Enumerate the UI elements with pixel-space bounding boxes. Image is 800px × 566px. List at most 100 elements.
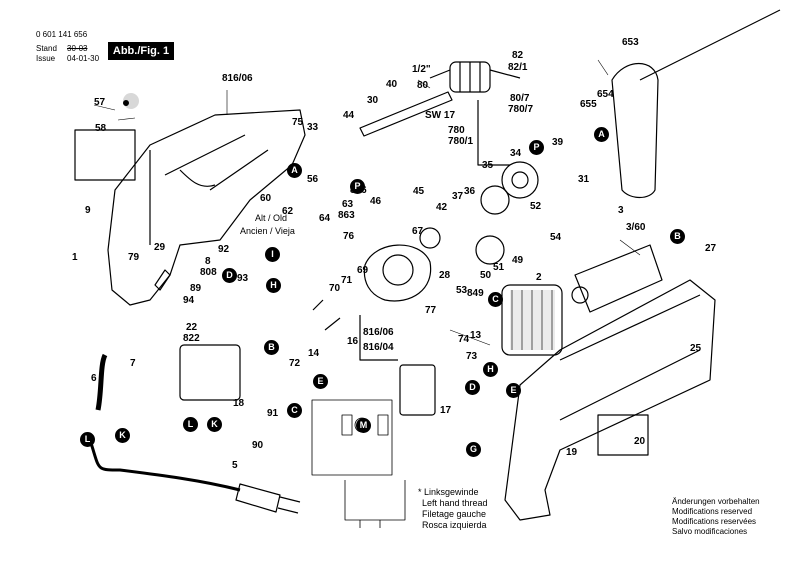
part-label: 19 (566, 447, 578, 458)
part-label: 1/2" (412, 64, 431, 75)
side-handle (611, 63, 659, 199)
left-hand-thread-line-1: * Linksgewinde (418, 487, 479, 497)
part-label: 75 (292, 117, 304, 128)
figure-label: Abb./Fig. 1 (108, 42, 174, 60)
schematic-frame (311, 399, 393, 476)
part-label: 79 (128, 252, 140, 263)
part-label: 69 (357, 265, 369, 276)
part-label: 31 (578, 174, 590, 185)
callout-c: C (287, 403, 302, 418)
part-label: 13 (470, 330, 482, 341)
armature (574, 244, 663, 313)
part-label: 33 (307, 122, 319, 133)
part-label: 53 (456, 285, 468, 296)
callout-d: D (222, 268, 237, 283)
part-label: 780 (448, 125, 465, 136)
part-label: 17 (440, 405, 452, 416)
part-label: 20 (634, 436, 646, 447)
modifications-line-1: Änderungen vorbehalten (672, 497, 760, 506)
callout-e: E (313, 374, 328, 389)
part-label: 71 (341, 275, 353, 286)
callout-k: K (115, 428, 130, 443)
part-label: 90 (252, 440, 264, 451)
part-label: 37 (452, 191, 464, 202)
alt-old-note: Alt / Old (255, 213, 288, 223)
part-label: 16 (347, 336, 359, 347)
part-label: 22 (186, 322, 198, 333)
housing-right (504, 279, 716, 521)
part-label: 780/7 (508, 104, 534, 115)
callout-b: B (670, 229, 685, 244)
part-label: 1 (72, 252, 78, 263)
part-label: 62 (282, 206, 294, 217)
part-label: 3/60 (626, 222, 646, 233)
part-label: 5 (232, 460, 238, 471)
part-label: 50 (480, 270, 492, 281)
part-label: 816/06 (363, 327, 394, 338)
part-label: 52 (530, 201, 542, 212)
part-label: 63 (342, 199, 354, 210)
part-label: 77 (425, 305, 437, 316)
stand-label: Stand (36, 44, 57, 53)
left-hand-thread-line-3: Filetage gauche (422, 509, 487, 519)
part-label: 25 (690, 343, 702, 354)
part-label: 72 (289, 358, 301, 369)
part-label: 54 (550, 232, 562, 243)
part-label: 28 (439, 270, 451, 281)
callout-b: B (264, 340, 279, 355)
part-label: 2 (536, 272, 542, 283)
callout-e: E (506, 383, 521, 398)
part-label: 56 (307, 174, 319, 185)
callout-p: P (350, 179, 365, 194)
part-label: 82 (512, 50, 524, 61)
part-label: 816/04 (363, 342, 394, 353)
callout-h: H (483, 362, 498, 377)
part-label: 45 (413, 186, 425, 197)
callout-k: K (207, 417, 222, 432)
part-label: 655 (580, 99, 597, 110)
part-label: 82/1 (508, 62, 528, 73)
modifications-line-2: Modifications reserved (672, 507, 753, 516)
part-label: 49 (512, 255, 524, 266)
plug (235, 483, 281, 513)
part-label: 40 (386, 79, 398, 90)
part-label: 780/1 (448, 136, 474, 147)
issue-label: Issue (36, 54, 56, 63)
gear-35 (480, 185, 510, 215)
part-label: 70 (329, 283, 341, 294)
power-cord (88, 439, 241, 492)
part-label: 51 (493, 262, 505, 273)
fan-plate (363, 244, 432, 302)
callout-d: D (465, 380, 480, 395)
callout-m: M (356, 418, 371, 433)
part-label: 6 (91, 373, 97, 384)
part-label: 46 (370, 196, 382, 207)
part-label: 30 (367, 95, 379, 106)
part-label: 89 (190, 283, 202, 294)
part-label: 91 (267, 408, 279, 419)
part-label: 18 (233, 398, 245, 409)
part-label: 92 (218, 244, 230, 255)
part-label: 44 (343, 110, 355, 121)
part-label: 863 (338, 210, 355, 221)
part-label: 8 (205, 256, 211, 267)
part-number: 0 601 141 656 (36, 30, 88, 39)
part-label: 7 (130, 358, 136, 369)
part-label: 27 (705, 243, 717, 254)
left-hand-thread-line-4: Rosca izquierda (422, 520, 487, 530)
part-label: 14 (308, 348, 320, 359)
callout-g: G (466, 442, 481, 457)
part-label: 9 (85, 205, 91, 216)
field-coil (501, 284, 563, 356)
part-label: SW 17 (425, 110, 456, 121)
part-label: 93 (237, 273, 249, 284)
callout-l: L (183, 417, 198, 432)
housing-left (107, 109, 306, 306)
part-label: 3 (618, 205, 624, 216)
part-label: 42 (436, 202, 448, 213)
callout-c: C (488, 292, 503, 307)
callout-h: H (266, 278, 281, 293)
callout-a: A (287, 163, 302, 178)
modifications-line-4: Salvo modificaciones (672, 527, 748, 536)
